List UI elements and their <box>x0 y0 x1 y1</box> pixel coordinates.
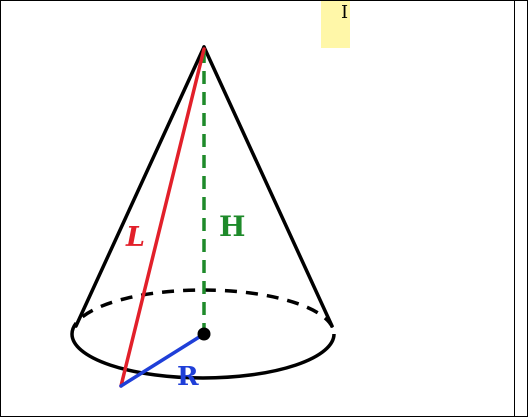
base-back-arc <box>70 288 336 335</box>
label-radius: R <box>177 362 199 392</box>
label-height: H <box>219 210 245 243</box>
cone-left-side <box>74 45 206 328</box>
highlight-patch <box>321 1 350 48</box>
cone-right-side <box>202 45 334 328</box>
right-border-divider <box>514 0 515 417</box>
slant-height-line <box>119 47 206 388</box>
radius-line <box>119 332 206 388</box>
highlight-glyph: Ⅰ <box>341 2 349 23</box>
base-center-point <box>197 327 211 341</box>
label-slant-height: L <box>125 222 145 253</box>
base-front-arc <box>70 333 336 380</box>
